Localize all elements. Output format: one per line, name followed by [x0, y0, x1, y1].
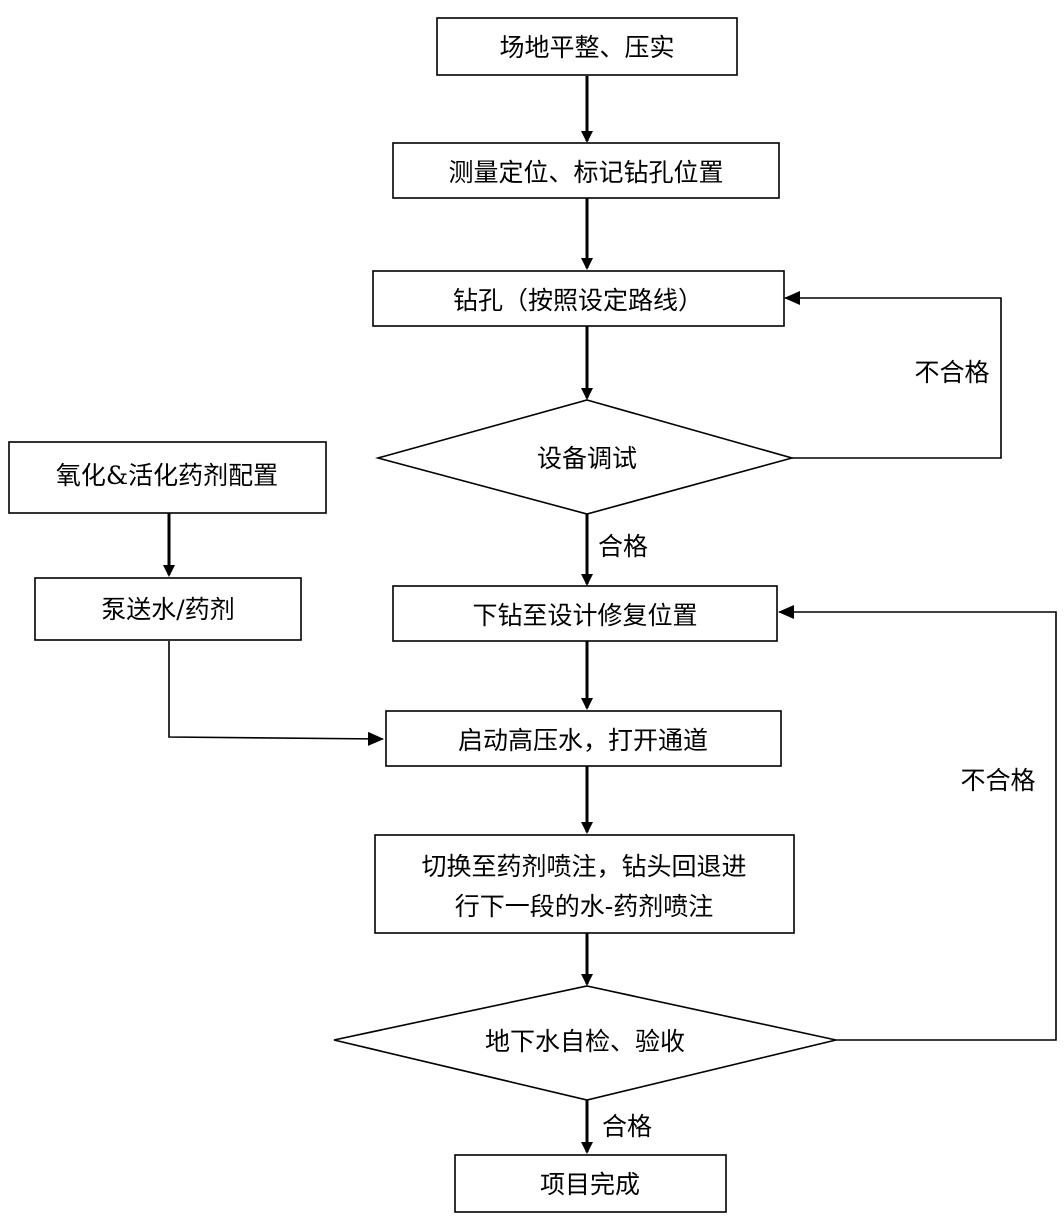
edge-label-fail-1: 不合格 [914, 358, 989, 387]
edge-label-fail-2: 不合格 [960, 766, 1035, 795]
node-groundwater-check: 地下水自检、验收 [333, 985, 837, 1101]
node-groundwater-check-label: 地下水自检、验收 [485, 1027, 685, 1056]
node-high-pressure-label: 启动高压水，打开通道 [458, 726, 708, 755]
node-site-leveling: 场地平整、压实 [436, 17, 738, 76]
node-high-pressure: 启动高压水，打开通道 [385, 710, 782, 767]
node-survey-marking-label: 测量定位、标记钻孔位置 [448, 158, 723, 187]
edge-label-pass-1: 合格 [598, 532, 648, 561]
node-drilling-label: 钻孔（按照设定路线） [453, 286, 703, 315]
node-pump-water-label: 泵送水/药剂 [101, 595, 234, 624]
node-drill-down-label: 下钻至设计修复位置 [472, 601, 697, 630]
node-equipment-check-label: 设备调试 [537, 444, 637, 473]
node-switch-injection-line1: 切换至药剂喷注，钻头回退进 [421, 852, 746, 881]
node-survey-marking: 测量定位、标记钻孔位置 [392, 142, 780, 199]
node-equipment-check: 设备调试 [374, 399, 795, 515]
node-switch-injection-line2: 行下一段的水-药剂喷注 [455, 892, 713, 921]
node-complete-label: 项目完成 [540, 1170, 640, 1199]
node-site-leveling-label: 场地平整、压实 [499, 33, 674, 62]
node-pump-water: 泵送水/药剂 [34, 577, 302, 641]
edge-label-pass-2: 合格 [602, 1112, 652, 1141]
node-complete: 项目完成 [454, 1154, 727, 1213]
edge-pump-to-pressure [168, 641, 384, 746]
node-drill-down: 下钻至设计修复位置 [392, 585, 778, 642]
node-reagent-prep: 氧化&活化药剂配置 [8, 441, 327, 514]
node-drilling: 钻孔（按照设定路线） [372, 270, 785, 327]
node-reagent-prep-label: 氧化&活化药剂配置 [56, 461, 278, 490]
edge-gwcheck-fail-loop [778, 605, 1057, 1041]
node-switch-injection: 切换至药剂喷注，钻头回退进 行下一段的水-药剂喷注 [374, 834, 795, 934]
edge-check-fail-loop [784, 291, 1002, 459]
